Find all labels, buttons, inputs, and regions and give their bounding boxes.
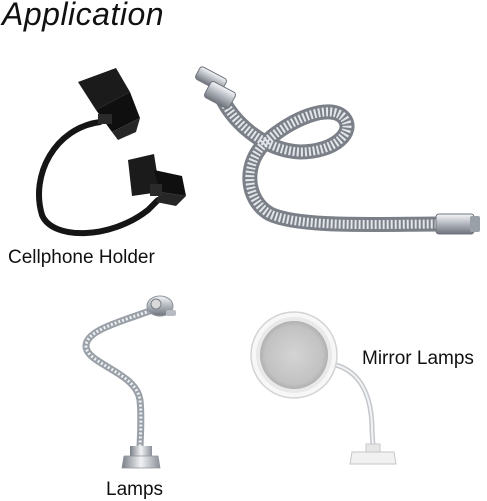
hose-fitting-right <box>435 213 480 235</box>
cellphone-holder-image <box>36 68 186 237</box>
holder-gooseneck <box>36 119 161 237</box>
mirror-lamps-label: Mirror Lamps <box>362 348 474 369</box>
lamp-image <box>82 295 176 469</box>
page-title: Application <box>2 0 165 32</box>
lamp-head <box>146 295 176 317</box>
hose-fitting-top <box>195 66 237 109</box>
mirror-gooseneck <box>329 361 376 449</box>
gooseneck-hose-image <box>195 66 480 235</box>
mirror-lamp-image <box>250 311 397 465</box>
lamp-gooseneck <box>82 304 162 454</box>
round-mirror <box>250 311 338 399</box>
lower-clip <box>128 154 186 206</box>
lamp-base <box>121 446 161 469</box>
upper-clip <box>78 68 140 140</box>
lamps-label: Lamps <box>106 479 164 500</box>
cellphone-holder-label: Cellphone Holder <box>8 247 155 268</box>
suction-base <box>349 443 397 465</box>
